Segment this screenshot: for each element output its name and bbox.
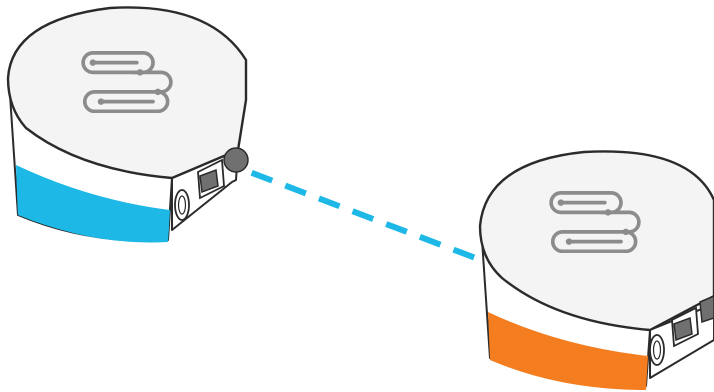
left-device [6,6,249,243]
right-device-audio-jack [649,334,665,366]
left-device-ring-fill [16,165,170,243]
left-device-audio-jack [174,189,190,221]
right-device-ring [488,312,648,390]
right-device-power-knob [699,295,714,324]
right-device-audio-jack-inner [652,340,662,360]
left-device-audio-jack-inner [177,195,187,215]
left-device-power-knob [223,147,249,173]
right-device-plug [673,316,693,342]
left-device-plug [199,168,219,194]
connection-line [216,157,488,265]
right-device [478,150,714,390]
